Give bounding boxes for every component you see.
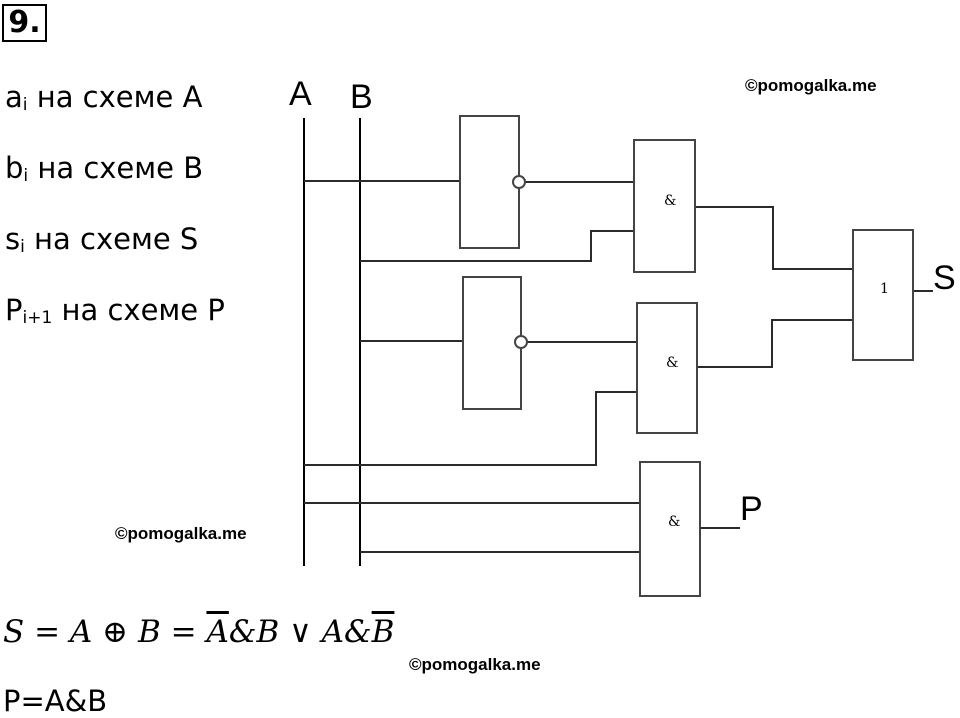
watermark-bottom: ©pomogalka.me: [409, 655, 541, 674]
output-p-label: P: [740, 490, 763, 528]
watermark-top: ©pomogalka.me: [745, 76, 877, 95]
legend-var: P: [5, 293, 23, 327]
legend-text: на схеме P: [52, 293, 225, 327]
or-gate: [852, 229, 914, 361]
legend-sub: i: [23, 166, 29, 186]
legend-var: a: [5, 80, 23, 114]
formula-s-left: S = A ⊕ B =: [3, 614, 207, 650]
legend-sub: i: [20, 237, 25, 257]
legend-text: на схеме S: [24, 222, 199, 256]
formula-s-mid: &B ∨ A&: [228, 614, 372, 650]
watermark-middle: ©pomogalka.me: [115, 524, 247, 543]
inverter-bubble-1: [512, 175, 526, 189]
not-gate-2: [462, 276, 522, 410]
legend-text: на схеме B: [28, 151, 204, 185]
and-gate-1: [633, 139, 696, 273]
formula-s: S = A ⊕ B = A&B ∨ A&B: [3, 612, 394, 652]
and-gate-3: [639, 461, 701, 597]
legend-sub: i: [22, 95, 28, 115]
legend-sub: i+1: [22, 308, 53, 328]
inverter-bubble-2: [514, 335, 528, 349]
wire-and2-to-or: [697, 319, 853, 368]
input-b-label: B: [350, 78, 373, 116]
and-gate-2-label: &: [666, 355, 678, 371]
formula-s-not-a: A: [206, 614, 229, 650]
and-gate-1-label: &: [664, 193, 676, 209]
legend-var: s: [5, 222, 21, 256]
legend-var: b: [5, 151, 24, 185]
legend-line-a: ai на схеме A: [5, 80, 202, 122]
formula-p: P=A&B: [3, 684, 108, 718]
not-gate-1: [459, 115, 520, 249]
output-s-label: S: [933, 259, 956, 297]
and-gate-3-label: &: [668, 514, 680, 530]
wire-b-to-and1: [360, 230, 634, 262]
task-number: 9.: [2, 4, 47, 42]
or-gate-label: 1: [880, 281, 889, 297]
legend-line-b: bi на схеме B: [5, 151, 203, 193]
wire-and1-to-or: [695, 206, 853, 270]
and-gate-2: [636, 302, 698, 434]
wire-a-to-and2: [304, 391, 637, 466]
input-a-label: A: [289, 75, 312, 113]
legend-line-s: si на схеме S: [5, 222, 198, 264]
formula-s-not-b: B: [371, 614, 395, 650]
legend-line-p: Pi+1 на схеме P: [5, 293, 225, 335]
legend-text: на схеме A: [27, 80, 203, 114]
